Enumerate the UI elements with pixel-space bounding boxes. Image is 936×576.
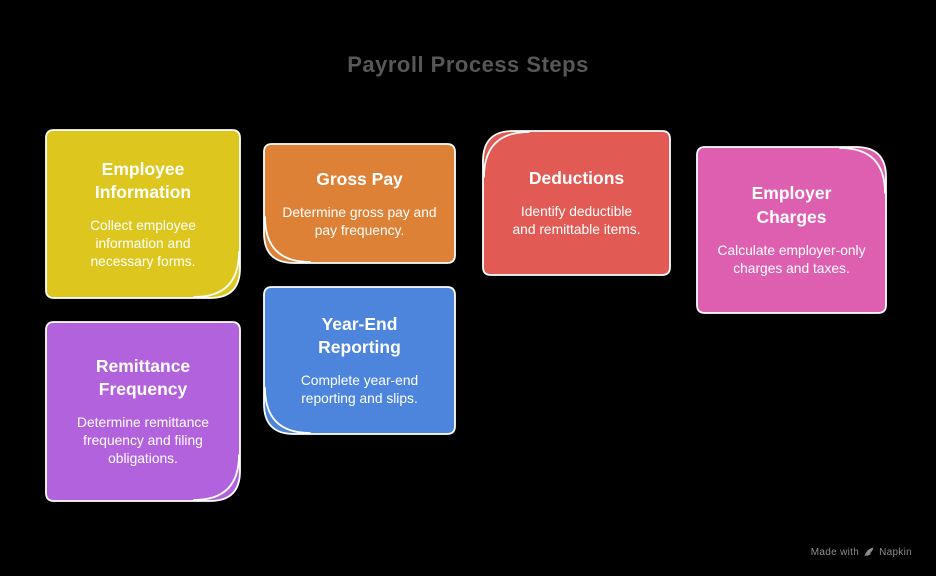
note-title: Year-End Reporting [318,313,401,358]
note-title: Employer Charges [751,183,832,227]
note-content: Employer Charges Calculate employer-only… [697,182,886,277]
note-employer-charges[interactable]: Employer Charges Calculate employer-only… [696,146,887,314]
page-title: Payroll Process Steps [347,52,589,77]
note-content: Year-End Reporting Complete year-end rep… [264,313,455,408]
note-title: Gross Pay [316,168,403,189]
note-content: Remittance Frequency Determine remittanc… [46,355,240,468]
note-body: Calculate employer-only charges and taxe… [717,242,866,276]
watermark-brand: Napkin [879,546,912,558]
note-body: Collect employee information and necessa… [90,217,196,269]
note-content: Deductions Identify deductible and remit… [483,167,670,239]
note-remittance-frequency[interactable]: Remittance Frequency Determine remittanc… [45,321,241,502]
note-content: Gross Pay Determine gross pay and pay fr… [264,168,455,240]
note-year-end-reporting[interactable]: Year-End Reporting Complete year-end rep… [263,286,456,435]
note-body: Complete year-end reporting and slips. [300,373,419,407]
note-deductions[interactable]: Deductions Identify deductible and remit… [482,130,671,276]
note-gross-pay[interactable]: Gross Pay Determine gross pay and pay fr… [263,143,456,264]
note-body: Determine gross pay and pay frequency. [282,204,437,238]
watermark-prefix: Made with [810,546,860,558]
note-employee-information[interactable]: Employee Information Collect employee in… [45,129,241,299]
note-body: Identify deductible and remittable items… [512,204,641,238]
note-title: Employee Information [94,158,192,202]
note-content: Employee Information Collect employee in… [46,158,240,271]
note-title: Deductions [528,168,625,189]
napkin-logo-icon [864,547,874,557]
note-body: Determine remittance frequency and filin… [77,415,209,467]
note-title: Remittance Frequency [95,356,191,400]
watermark: Made with Napkin [811,546,912,558]
